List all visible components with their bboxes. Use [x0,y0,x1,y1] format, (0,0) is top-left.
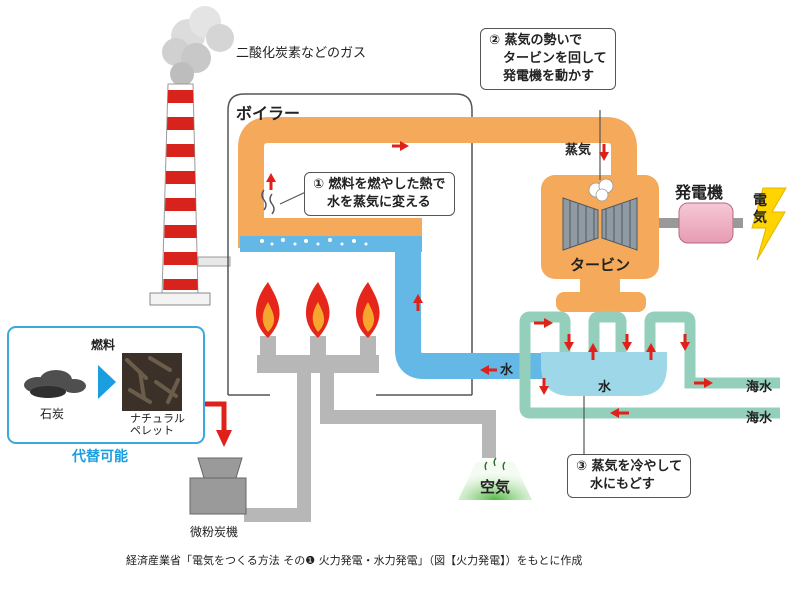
steam-label: 蒸気 [565,143,592,158]
boiler-label: ボイラー [236,104,301,123]
burner-pipes [244,336,496,522]
callout-step2-line2: タービンを回して [503,51,607,66]
water-bubbles [260,238,368,246]
callout-step1: ① 燃料を燃やした熱で 水を蒸気に変える [304,172,455,216]
lightning-icon [751,187,787,261]
heat-waves [261,189,275,215]
callout-step3-line2: 水にもどす [590,477,655,492]
seawater-out-label: 海水 [746,380,773,395]
alternative-label: 代替可能 [72,449,128,465]
arrow-right-icon [98,365,116,399]
source-caption: 経済産業省「電気をつくる方法 その❶ 火力発電・水力発電」（図【火力発電】）をも… [126,554,583,567]
steam-puff-icon [588,178,614,202]
generator-icon [678,202,743,244]
coal-label: 石炭 [40,407,65,421]
chimney [149,83,231,306]
air-intake [458,457,532,500]
condenser-water-label: 水 [598,380,612,395]
condenser-water [541,352,667,396]
air-label: 空気 [480,478,511,496]
coal-icon [24,370,86,398]
callout-step3-line1: ③ 蒸気を冷やして [576,459,683,474]
flame-icon [255,282,380,338]
smoke-cloud [162,6,234,86]
water-label: 水 [500,363,514,378]
callout-step1-line2: 水を蒸気に変える [327,195,431,210]
electricity-label: 電気 [753,193,767,226]
callout-step3: ③ 蒸気を冷やして 水にもどす [567,454,692,498]
turbine-label: タービン [570,256,631,274]
pellet-icon [122,353,182,411]
pellet-label-line1: ナチュラル [130,412,185,425]
generator-label: 発電機 [675,183,724,202]
callout-step2: ② 蒸気の勢いで タービンを回して 発電機を動かす [480,28,616,90]
callout-step2-line3: 発電機を動かす [503,69,595,84]
pulverizer-label: 微粉炭機 [190,525,239,539]
turbine-housing [541,175,679,312]
emissions-label: 二酸化炭素などのガス [236,46,367,61]
flow-arrows [205,141,713,447]
seawater-in-label: 海水 [746,411,773,426]
fuel-title: 燃料 [91,338,116,352]
boiler-housing [227,93,473,395]
pulverizer-icon [189,457,247,515]
callout-step2-line1: ② 蒸気の勢いで [489,33,583,48]
water-pipe [240,236,560,379]
callout-step1-line1: ① 燃料を燃やした熱で [313,177,446,192]
sea-water-pipe [519,311,780,419]
pellet-label-line2: ペレット [130,424,174,437]
